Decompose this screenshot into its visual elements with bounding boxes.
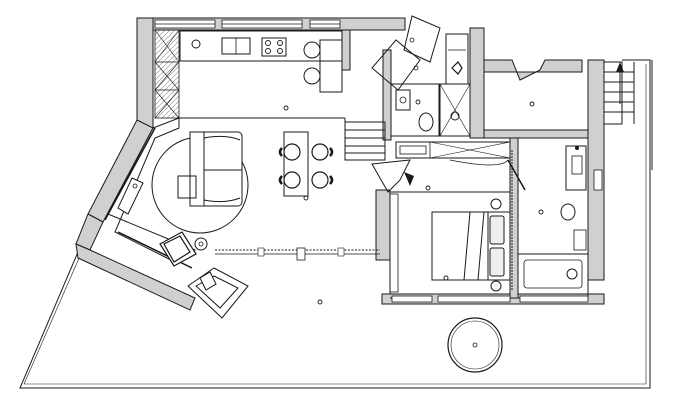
dining-chair-icon: [278, 143, 334, 189]
sink-icon: [395, 89, 411, 111]
pillow-icon: [489, 215, 505, 277]
bed-blanket-fold: [463, 211, 485, 281]
round-table-icon: [447, 317, 503, 373]
entrance-door: [371, 159, 411, 193]
sink-icon: [191, 39, 201, 49]
stove-top: [261, 37, 287, 57]
kitchen-island: [319, 39, 343, 93]
bathroom-small: [390, 83, 440, 137]
coffee-table: [177, 175, 197, 199]
toilet-icon: [560, 203, 576, 221]
terrace-outline: [19, 59, 651, 389]
living-room-wall: [107, 117, 197, 263]
exterior-staircase-icon: [603, 60, 653, 170]
door-swing: [403, 15, 441, 63]
round-table-icon: [303, 67, 321, 85]
door-step: [404, 172, 414, 186]
ceiling-light-icon: [409, 37, 415, 43]
side-table-icon: [194, 237, 208, 251]
bathtub-icon: [517, 253, 589, 295]
kitchen-column-hatch: [154, 29, 180, 119]
toilet-icon: [418, 112, 434, 132]
vanity-icon: [565, 145, 587, 191]
door-swing: [371, 39, 421, 91]
staircase-icon: [344, 121, 386, 161]
kitchen-counter: [179, 30, 343, 62]
bedroom-wardrobe: [389, 193, 399, 293]
ceiling-light-icon: [450, 111, 460, 121]
armchair-icon: [159, 231, 197, 267]
washing-machine-icon: [445, 33, 469, 85]
stair-arrow-icon: [616, 62, 624, 72]
windows-bottom: [391, 295, 589, 303]
ceiling-light-icon: [132, 183, 138, 189]
radiator-icon: [593, 169, 603, 191]
windows-top: [154, 19, 341, 29]
stove-burner-icon: [265, 40, 283, 54]
ceiling-light-icon: [283, 99, 544, 305]
outdoor-lounger-icon: [187, 267, 249, 319]
corridor-wardrobe: [395, 141, 511, 159]
sofa-icon: [189, 131, 243, 207]
terrace-inner-outline: [23, 64, 647, 385]
